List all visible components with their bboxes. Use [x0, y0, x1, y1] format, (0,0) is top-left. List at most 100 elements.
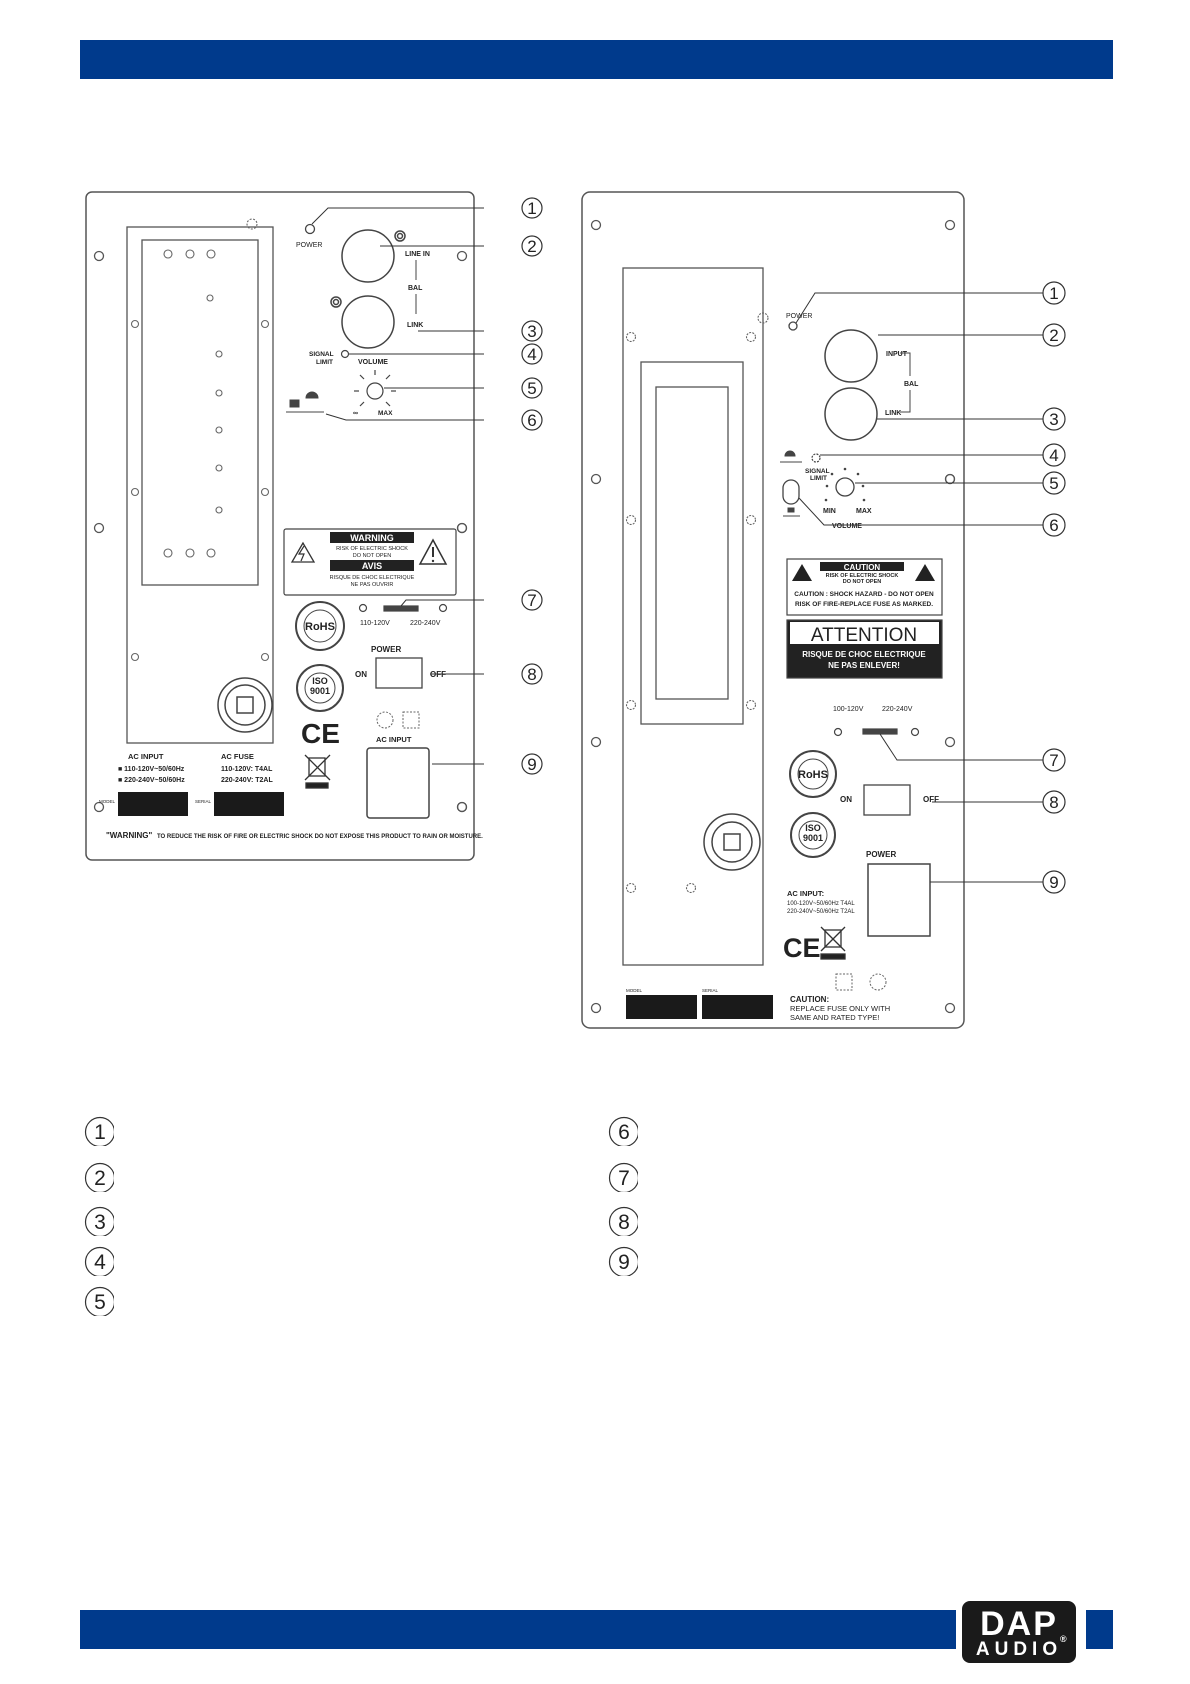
left-iso-text: ISO: [312, 676, 328, 686]
right-power-led: [788, 321, 798, 331]
right-panel-diagram: POWER INPUT BAL LINK SIGNAL LIMIT MIN MA…: [581, 191, 1066, 1029]
right-xlr-link: [824, 387, 878, 441]
legend-item-9: 9: [608, 1246, 638, 1276]
left-warning-bottom-b: TO REDUCE THE RISK OF FIRE OR ELECTRIC S…: [157, 834, 483, 840]
right-callout-number-6: 6: [1049, 516, 1058, 535]
right-rohs-logo: RoHS: [789, 750, 837, 798]
legend-circle-6: [608, 1116, 638, 1146]
left-rohs-logo: RoHS: [295, 601, 345, 651]
right-vol-min: MIN: [823, 508, 836, 515]
right-iso-text: ISO: [805, 823, 821, 833]
right-off-label: OFF: [923, 795, 939, 804]
right-signal-label: SIGNAL: [805, 468, 830, 475]
left-callout-circle-4: [521, 343, 543, 365]
left-callout-number-7: 7: [527, 591, 536, 610]
right-caution-title: CAUTION: [844, 563, 881, 572]
right-volume-label: VOLUME: [832, 523, 862, 530]
right-caution-bottom-1: CAUTION:: [790, 995, 829, 1004]
right-caution-bottom-3: SAME AND RATED TYPE!: [790, 1013, 879, 1022]
right-attention-title: ATTENTION: [811, 625, 917, 646]
left-voltage-110: 110-120V: [360, 620, 390, 627]
legend-circle-1: [84, 1116, 114, 1146]
legend-item-4: 4: [84, 1246, 114, 1276]
right-ac-input-socket: [867, 863, 931, 937]
left-panel-plate: [85, 191, 475, 861]
right-attention-line2: NE PAS ENLEVER!: [828, 661, 900, 670]
left-iso-number: 9001: [310, 686, 330, 696]
right-caution-bottom-2: REPLACE FUSE ONLY WITH: [790, 1004, 890, 1013]
left-callout-number-4: 4: [527, 345, 536, 364]
right-vol-max: MAX: [856, 508, 872, 515]
legend-circle-3: [84, 1206, 114, 1236]
left-signal-limit-led: [340, 349, 350, 359]
left-ce-mark: CE: [301, 718, 340, 749]
right-callout-circle-7: [1042, 748, 1066, 772]
right-caution-line1: RISK OF ELECTRIC SHOCK: [826, 573, 899, 579]
left-callout-circle-8: [521, 663, 543, 685]
legend-circle-5: [84, 1286, 114, 1316]
left-power-switch: [375, 657, 423, 689]
right-model-plate: [626, 995, 697, 1019]
legend-number-1: 1: [94, 1121, 106, 1144]
legend-number-4: 4: [94, 1251, 106, 1274]
left-model-label: MODEL: [99, 799, 116, 804]
right-on-label: ON: [840, 795, 852, 804]
right-input-label: INPUT: [886, 351, 908, 358]
legend-circle-4: [84, 1246, 114, 1276]
logo-registered: ®: [1060, 1634, 1067, 1644]
left-on-label: ON: [355, 670, 367, 679]
right-caution-label: CAUTION RISK OF ELECTRIC SHOCK DO NOT OP…: [786, 558, 943, 616]
left-warning-bottom-a: "WARNING": [106, 831, 152, 840]
left-serial-plate: [214, 792, 284, 816]
right-power-switch: [863, 784, 911, 816]
left-warning-line2: DO NOT OPEN: [353, 553, 391, 559]
left-voltage-220: 220-240V: [410, 620, 441, 627]
left-callout-number-5: 5: [527, 379, 536, 398]
left-warning-label: WARNING RISK OF ELECTRIC SHOCK DO NOT OP…: [283, 528, 457, 596]
left-weee-icon: [304, 754, 331, 789]
left-vol-max: MAX: [378, 410, 393, 417]
left-limit-label: LIMIT: [316, 359, 333, 366]
left-callout-number-8: 8: [527, 665, 536, 684]
left-ac-input-line1: ■ 110-120V~50/60Hz: [118, 766, 185, 773]
left-ground-lift-icon: [286, 391, 324, 413]
right-callout-number-9: 9: [1049, 873, 1058, 892]
right-speakon-connector: [703, 813, 761, 871]
logo-brand: DAP: [980, 1605, 1058, 1643]
left-avis-line1: RISQUE DE CHOC ELECTRIQUE: [330, 575, 415, 581]
right-caution-line4: RISK OF FIRE-REPLACE FUSE AS MARKED.: [795, 601, 933, 608]
right-callout-circle-3: [1042, 407, 1066, 431]
legend-item-5: 5: [84, 1286, 114, 1316]
legend-circle-9: [608, 1246, 638, 1276]
right-callout-circle-6: [1042, 513, 1066, 537]
right-callout-number-4: 4: [1049, 446, 1058, 465]
right-callout-number-3: 3: [1049, 410, 1058, 429]
left-model-plate: [118, 792, 188, 816]
left-panel-diagram: POWER LINE IN BAL LINK SIGNAL LIMIT VOLU…: [85, 191, 543, 861]
right-ground-lift-icon: [780, 450, 802, 463]
legend-number-8: 8: [618, 1211, 630, 1234]
right-serial-label: SERIAL: [702, 988, 719, 993]
right-callout-number-7: 7: [1049, 751, 1058, 770]
right-callout-circle-4: [1042, 443, 1066, 467]
left-serial-label: SERIAL: [195, 799, 212, 804]
left-callout-circle-3: [521, 320, 543, 342]
logo-sub: AUDIO: [975, 1639, 1063, 1660]
right-ground-lift-switch: [782, 479, 800, 505]
left-callout-circle-7: [521, 589, 543, 611]
legend-circle-7: [608, 1162, 638, 1192]
right-bal-label: BAL: [904, 381, 919, 388]
right-attention-label: ATTENTION RISQUE DE CHOC ELECTRIQUE NE P…: [786, 619, 943, 679]
legend-circle-2: [84, 1162, 114, 1192]
left-rohs-text: RoHS: [305, 621, 335, 633]
legend-circle-8: [608, 1206, 638, 1236]
left-callout-number-6: 6: [527, 411, 536, 430]
right-power-label-socket: POWER: [866, 850, 896, 859]
right-weee-icon: [820, 926, 846, 960]
right-iso-number: 9001: [803, 833, 823, 843]
left-power-label: POWER: [296, 242, 322, 249]
right-limit-label: LIMIT: [810, 475, 827, 482]
right-callout-number-1: 1: [1049, 284, 1058, 303]
left-xlr-line-in: [341, 229, 406, 283]
footer-bar: [80, 1610, 1113, 1649]
